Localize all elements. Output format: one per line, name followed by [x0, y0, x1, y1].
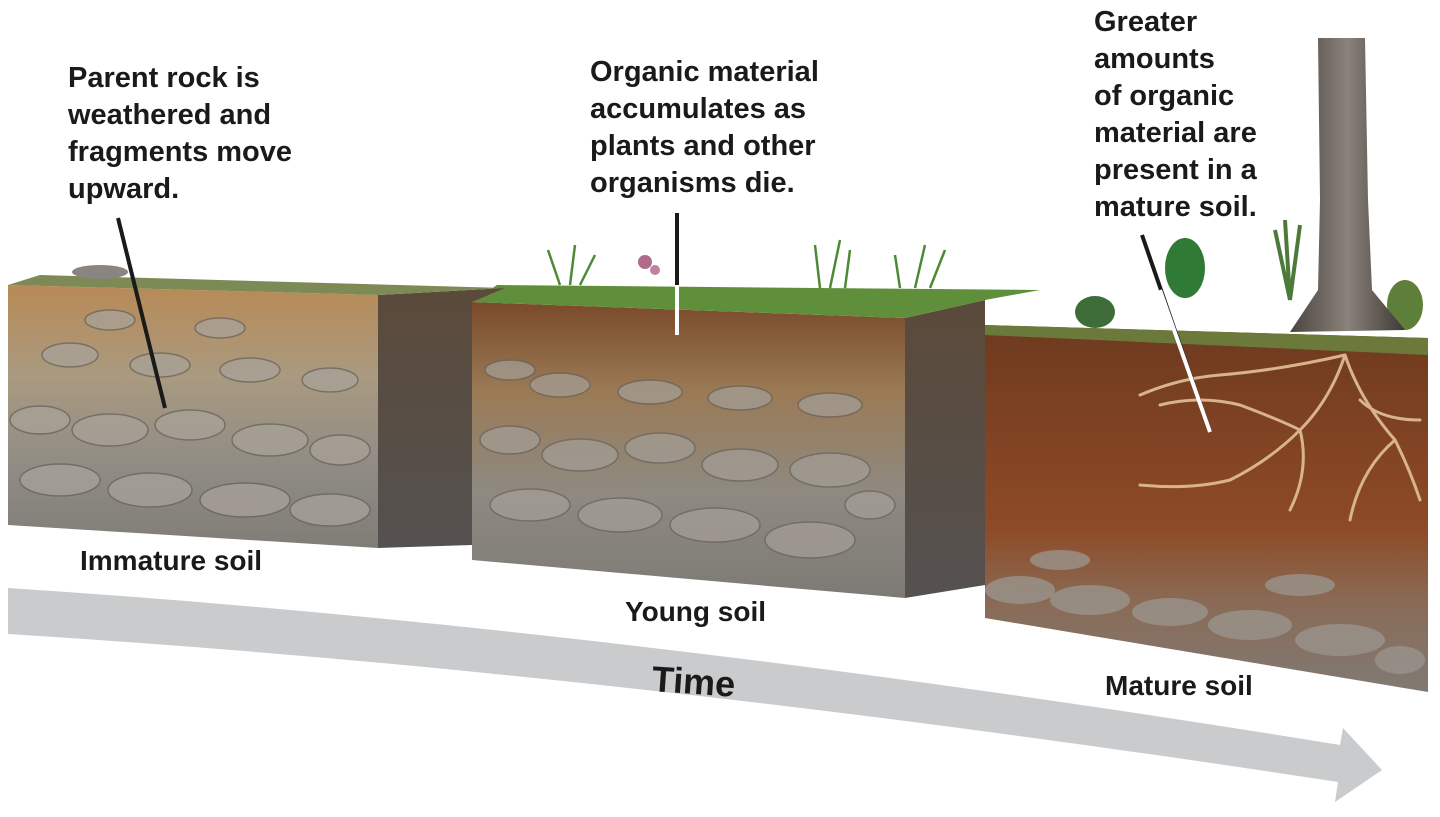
label-mature-soil: Mature soil	[1105, 670, 1253, 701]
tree-trunk	[1290, 38, 1405, 332]
caption-line: Parent rock is	[68, 62, 260, 94]
caption-line: fragments move	[68, 136, 293, 168]
caption-line: Greater	[1094, 6, 1198, 38]
caption-immature: Parent rock is weathered and fragments m…	[68, 60, 292, 208]
caption-young: Organic material accumulates as plants a…	[590, 54, 819, 202]
caption-line: weathered and	[68, 99, 272, 131]
time-label: Time	[650, 658, 737, 705]
label-immature-soil: Immature soil	[80, 545, 263, 576]
leader-line-mature-white	[1158, 289, 1212, 433]
immature-soil-block	[8, 265, 505, 548]
caption-line: present in a	[1094, 154, 1257, 186]
caption-line: upward.	[68, 173, 180, 205]
caption-line: material are	[1094, 117, 1257, 149]
caption-line: Organic material	[590, 56, 819, 88]
young-soil-block	[472, 239, 1040, 598]
label-young-soil: Young soil	[625, 596, 767, 627]
mature-soil-block	[985, 219, 1428, 692]
caption-line: accumulates as	[590, 93, 807, 125]
caption-line: mature soil.	[1094, 191, 1257, 223]
caption-line: organisms die.	[590, 167, 795, 199]
time-arrow	[8, 588, 1382, 802]
caption-line: amounts	[1094, 43, 1215, 75]
caption-mature: Greater amounts of organic material are …	[1094, 4, 1257, 226]
caption-line: plants and other	[590, 130, 816, 162]
leader-line-immature	[116, 217, 167, 409]
caption-line: of organic	[1094, 80, 1235, 112]
